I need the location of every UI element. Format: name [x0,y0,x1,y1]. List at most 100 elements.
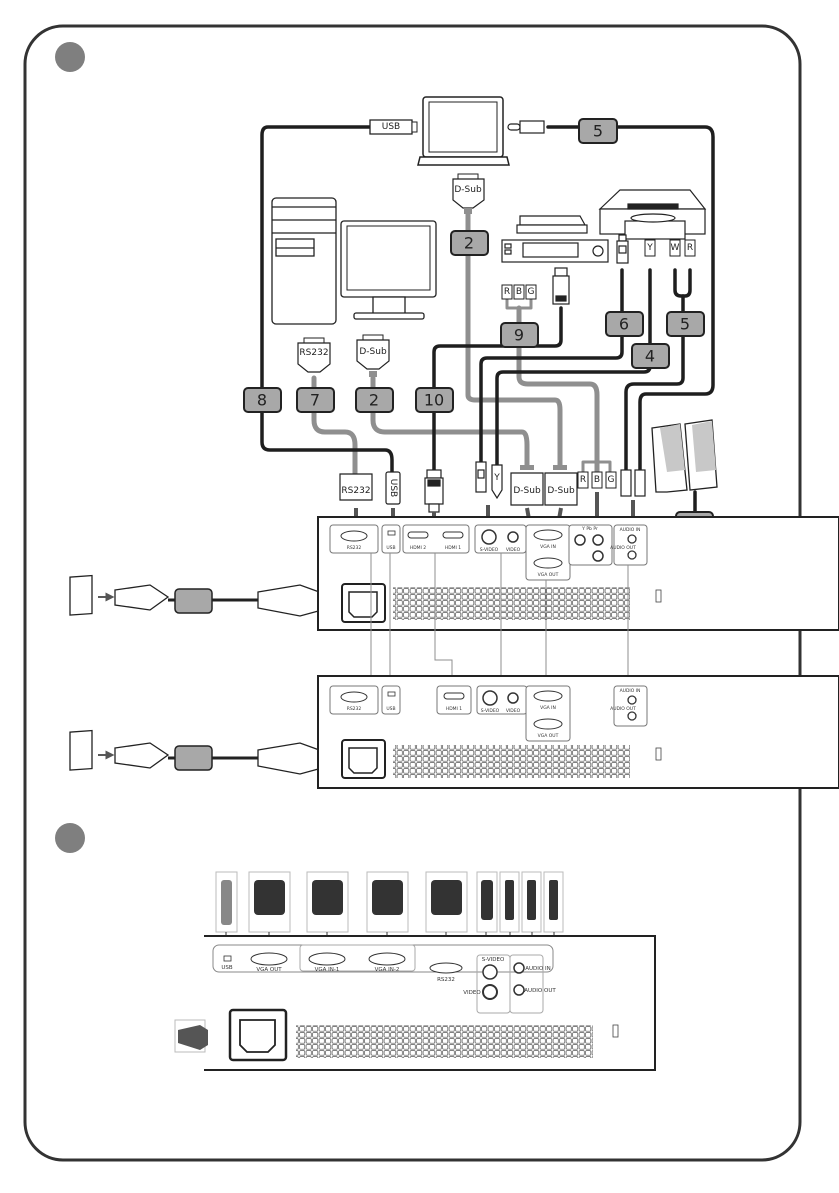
svg-text:VGA IN: VGA IN [540,544,556,550]
svg-text:S-VIDEO: S-VIDEO [482,957,505,963]
laptop-icon [417,96,510,166]
cable-label-7 [296,387,335,413]
svg-text:R: R [687,243,693,253]
label-text: 5 [680,315,690,334]
hdmi-plug-top [552,267,570,305]
connector-thumbnails [215,871,564,933]
projector-a: RS232 USB HDMI 2 HDMI 1 S-VIDEO VIDEO VG… [317,516,839,631]
cable-dsub-pc [370,375,530,468]
dvd-player-icon [598,189,707,240]
cable-dsub-laptop [465,210,563,468]
cable-svideo [479,268,624,464]
cable-label-9 [500,322,539,348]
dsub-plug-laptop: D-Sub [452,173,485,214]
svg-text:VGA IN: VGA IN [540,705,556,711]
rca-rbg-plugs-top: R B G [501,284,537,300]
svg-text:D-Sub: D-Sub [547,486,575,496]
svg-text:VGA OUT: VGA OUT [538,733,559,739]
usb-plug-projector: USB [385,471,401,505]
svg-text:RS232: RS232 [347,706,362,712]
rs232-plug-projector: RS232 [339,473,373,501]
section-b-marker [55,823,85,853]
hdmi-plug-projector [424,469,444,513]
svg-text:G: G [528,287,535,297]
label-text: 7 [310,391,320,410]
video-plug-projector: Y [491,464,503,500]
svg-text:VGA IN-1: VGA IN-1 [315,967,340,973]
cable-usb [260,125,394,474]
power-cord-b [69,729,345,775]
cable-label-5-top [578,118,618,144]
label-text: 2 [464,234,474,253]
projector-b: RS232 USB HDMI 1 S-VIDEO VIDEO VGA IN VG… [317,675,839,789]
svg-text:R: R [580,475,586,485]
cable-rs232 [311,375,358,478]
svg-text:W: W [671,243,680,253]
label-text: 4 [645,347,655,366]
desktop-pc-icon [271,197,337,325]
rca-audio-plugs-projector [620,469,646,497]
svg-text:RS232: RS232 [347,545,362,551]
svg-text:S-VIDEO: S-VIDEO [481,708,500,714]
svg-text:USB: USB [382,122,400,132]
svg-text:HDMI 1: HDMI 1 [446,706,462,712]
label-text: 8 [257,391,267,410]
svg-text:VIDEO: VIDEO [506,708,521,714]
label-text: 9 [514,326,524,345]
dsub-plug-pc: D-Sub [356,334,390,377]
svg-text:RS232: RS232 [299,348,328,358]
svg-text:AUDIO OUT: AUDIO OUT [524,988,556,994]
rca-ywr-plugs-top: Y W R [644,239,696,257]
cable-rgb-split-bottom [581,460,612,474]
rca-rbg-plugs-projector: R B G [577,471,617,489]
cable-audio-wr-down [624,294,685,472]
svg-text:Y Pb Pr: Y Pb Pr [581,526,598,532]
speakers-icon [651,419,718,493]
cable-label-6 [605,311,644,337]
svg-text:HDMI 1: HDMI 1 [445,545,461,551]
svg-text:Y: Y [646,243,653,253]
cable-label-2-pc [355,387,394,413]
svg-text:USB: USB [221,965,233,971]
label-text: 10 [424,391,444,410]
dsub-plug-projector-b: D-Sub [544,465,578,506]
cable-label-4 [631,343,670,369]
vcr-stack-icon [501,215,609,263]
audio-plug-laptop [507,120,545,134]
svg-text:VGA OUT: VGA OUT [256,967,282,973]
svg-text:USB: USB [386,706,395,712]
svg-text:VIDEO: VIDEO [463,990,481,996]
cable-audio-laptop [546,125,715,472]
projector-c: USB VGA OUT VGA IN-1 VGA IN-2 RS232 S-VI… [174,935,656,1071]
label-text: 6 [619,315,629,334]
svg-text:AUDIO OUT: AUDIO OUT [610,545,636,551]
svg-text:D-Sub: D-Sub [359,347,387,357]
svg-text:B: B [516,287,522,297]
cable-label-10 [415,387,454,413]
label-text: 5 [593,122,603,141]
svg-text:Y: Y [493,473,500,483]
svg-text:VGA IN-2: VGA IN-2 [375,967,400,973]
svg-text:D-Sub: D-Sub [513,486,541,496]
svg-text:S-VIDEO: S-VIDEO [480,547,499,553]
power-cord-a [69,574,345,617]
svg-text:VIDEO: VIDEO [506,547,521,553]
svg-text:AUDIO OUT: AUDIO OUT [610,706,636,712]
section-a-marker [55,42,85,72]
svg-text:USB: USB [388,479,398,497]
monitor-icon [340,220,437,320]
cable-label-5-mid [666,311,705,337]
cable-rgb-split-top [505,298,533,310]
svg-text:HDMI 2: HDMI 2 [410,545,426,551]
svg-text:AUDIO IN: AUDIO IN [525,966,550,972]
svg-text:G: G [608,475,615,485]
cable-hdmi [432,306,563,472]
cable-label-2-laptop [450,230,489,256]
svg-text:RS232: RS232 [341,486,370,496]
cable-audio-wr [673,268,692,298]
svg-text:AUDIO IN: AUDIO IN [620,527,641,533]
svideo-plug-projector [475,461,487,493]
svg-text:AUDIO IN: AUDIO IN [620,688,641,694]
label-text: 2 [369,391,379,410]
